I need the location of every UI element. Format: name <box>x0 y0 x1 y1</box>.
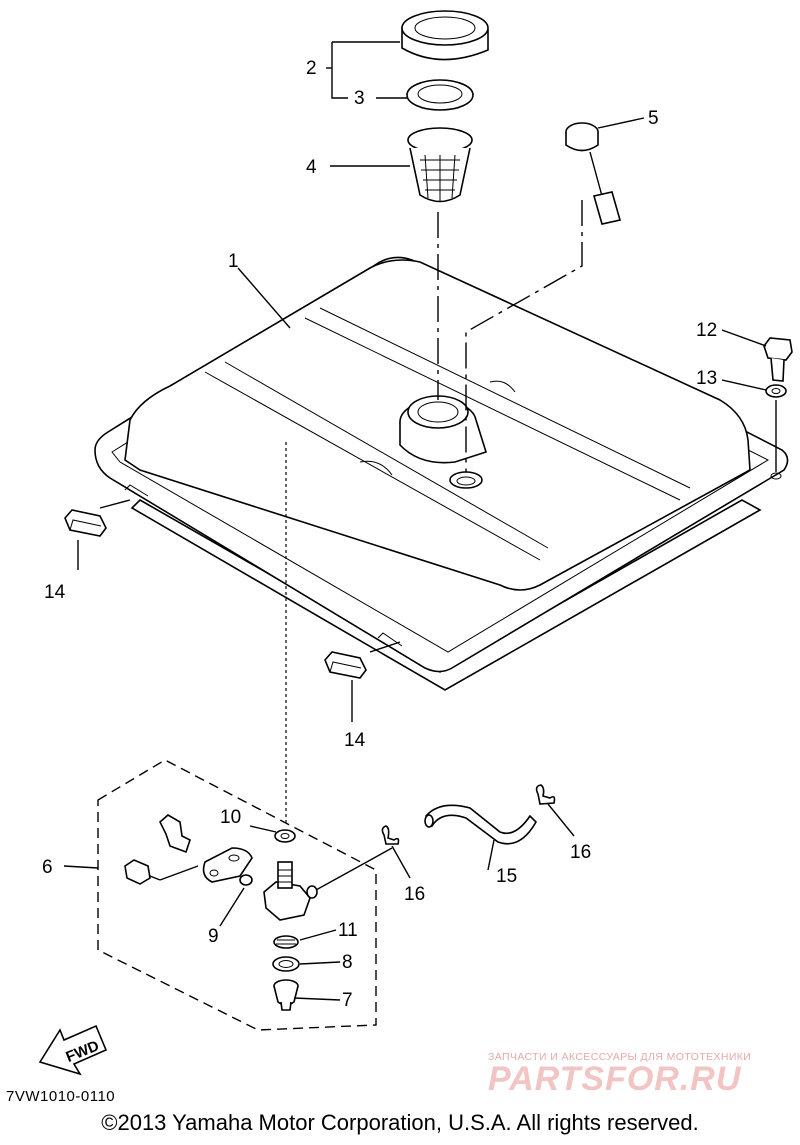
rubber-clip-right <box>324 651 367 679</box>
watermark-tagline: ЗАПЧАСТИ И АКСЕССУАРЫ ДЛЯ МОТОТЕХНИКИ <box>488 1051 752 1063</box>
callout-14-right: 14 <box>344 730 366 751</box>
fuel-tank <box>94 256 789 691</box>
callout-16-left: 16 <box>404 884 425 905</box>
watermark-logo: PARTSFOR.RU <box>488 1060 742 1098</box>
fuel-hose <box>424 804 537 845</box>
callout-numbers: 1 2 3 4 5 6 7 8 9 10 11 12 13 14 14 15 1… <box>42 58 717 1011</box>
callout-10: 10 <box>220 807 241 828</box>
hose-clip-left <box>381 825 400 845</box>
callout-13: 13 <box>696 368 717 389</box>
fuel-cock-assembly <box>97 759 377 1031</box>
rubber-clip-left <box>64 509 107 537</box>
assembly-lines <box>285 200 777 891</box>
tank-bolt <box>763 337 793 382</box>
callout-12: 12 <box>696 320 717 341</box>
callout-2: 2 <box>306 58 317 79</box>
leader-lines <box>63 41 767 1001</box>
callout-5: 5 <box>648 108 659 129</box>
callout-1: 1 <box>228 251 239 272</box>
forward-arrow: FWD <box>38 1024 108 1076</box>
copyright-notice: ©2013 Yamaha Motor Corporation, U.S.A. A… <box>101 1110 699 1135</box>
callout-4: 4 <box>306 157 317 178</box>
hose-clip-right <box>535 784 556 805</box>
diagram-code: 7VW1010-0110 <box>6 1088 116 1105</box>
cap-gasket <box>406 79 474 111</box>
callout-7: 7 <box>342 990 353 1011</box>
callout-9: 9 <box>208 926 219 947</box>
callout-11: 11 <box>338 920 358 941</box>
callout-8: 8 <box>342 952 353 973</box>
callout-6: 6 <box>42 857 53 878</box>
callout-3: 3 <box>354 88 365 109</box>
fuel-strainer <box>407 127 473 203</box>
callout-14-left: 14 <box>44 582 66 603</box>
fuel-cap <box>401 10 489 61</box>
bolt-washer <box>765 384 787 398</box>
callout-15: 15 <box>496 866 517 887</box>
callout-16-right: 16 <box>570 842 591 863</box>
fuel-gauge <box>565 122 622 225</box>
